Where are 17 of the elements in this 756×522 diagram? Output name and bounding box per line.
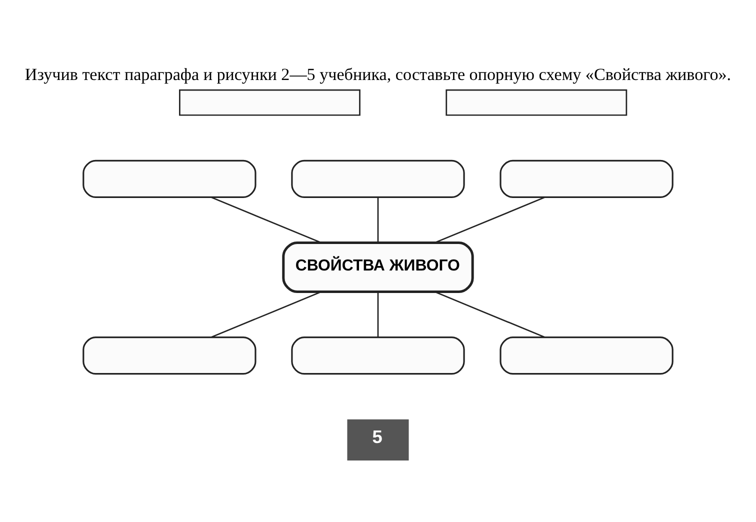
connector: [377, 198, 379, 243]
connector: [377, 292, 379, 338]
node-box: [82, 336, 256, 375]
connector: [434, 291, 546, 338]
connector: [210, 291, 322, 338]
node-box: [291, 160, 465, 198]
node-box: [446, 89, 628, 116]
label: 5: [372, 426, 382, 448]
node-box: [82, 160, 256, 198]
node-box: [500, 336, 674, 375]
node-box: СВОЙСТВА ЖИВОГО: [282, 242, 474, 294]
node-box: [179, 89, 360, 116]
diagram-title: Изучив текст параграфа и рисунки 2—5 учебника, составьте опорную схему «Свойства живого».: [24, 64, 732, 84]
connector: [210, 196, 322, 244]
node-box: [500, 160, 674, 198]
connector: [434, 196, 546, 244]
node-box: [291, 336, 465, 375]
